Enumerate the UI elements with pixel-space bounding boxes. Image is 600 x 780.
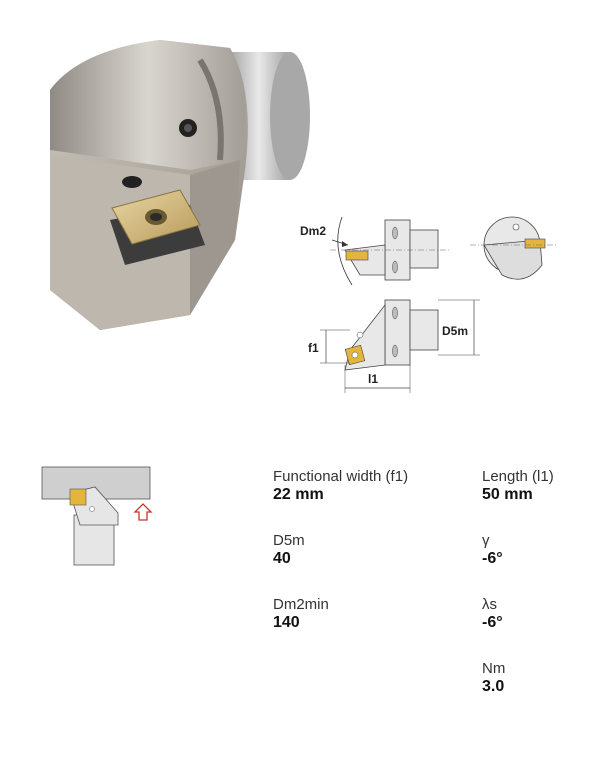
spec-lambda-s: λs -6°	[482, 596, 503, 633]
spec-value: 50 mm	[482, 486, 533, 503]
spec-d5m: D5m 40	[273, 532, 305, 569]
spec-value: 40	[273, 550, 291, 567]
spec-value: -6°	[482, 550, 503, 567]
spec-label: D5m	[273, 532, 305, 549]
dm2-view: Dm2	[300, 216, 450, 286]
spec-value: -6°	[482, 614, 503, 631]
spec-label: λs	[482, 596, 497, 613]
spec-nm: Nm 3.0	[482, 660, 505, 697]
dm2-label: Dm2	[300, 224, 326, 238]
l1-label: l1	[368, 372, 378, 386]
spec-label: Dm2min	[273, 596, 329, 613]
orientation-icon	[41, 466, 153, 566]
end-view	[470, 216, 558, 280]
technical-drawing: Dm2 D5m f1	[300, 216, 558, 393]
spec-dm2min: Dm2min 140	[273, 596, 329, 633]
spec-gamma: γ -6°	[482, 532, 503, 569]
spec-functional-width: Functional width (f1) 22 mm	[273, 468, 408, 505]
spec-label: Length (l1)	[482, 468, 554, 485]
spec-label: Functional width (f1)	[273, 468, 409, 485]
f1-label: f1	[308, 341, 319, 355]
spec-length: Length (l1) 50 mm	[482, 468, 554, 505]
top-view: D5m f1 l1	[308, 299, 480, 393]
spec-label: Nm	[482, 660, 506, 677]
spec-label: γ	[482, 532, 490, 549]
d5m-label: D5m	[442, 324, 468, 338]
spec-value: 3.0	[482, 678, 505, 695]
spec-value: 22 mm	[273, 486, 324, 503]
product-image	[50, 40, 310, 330]
spec-value: 140	[273, 614, 300, 631]
